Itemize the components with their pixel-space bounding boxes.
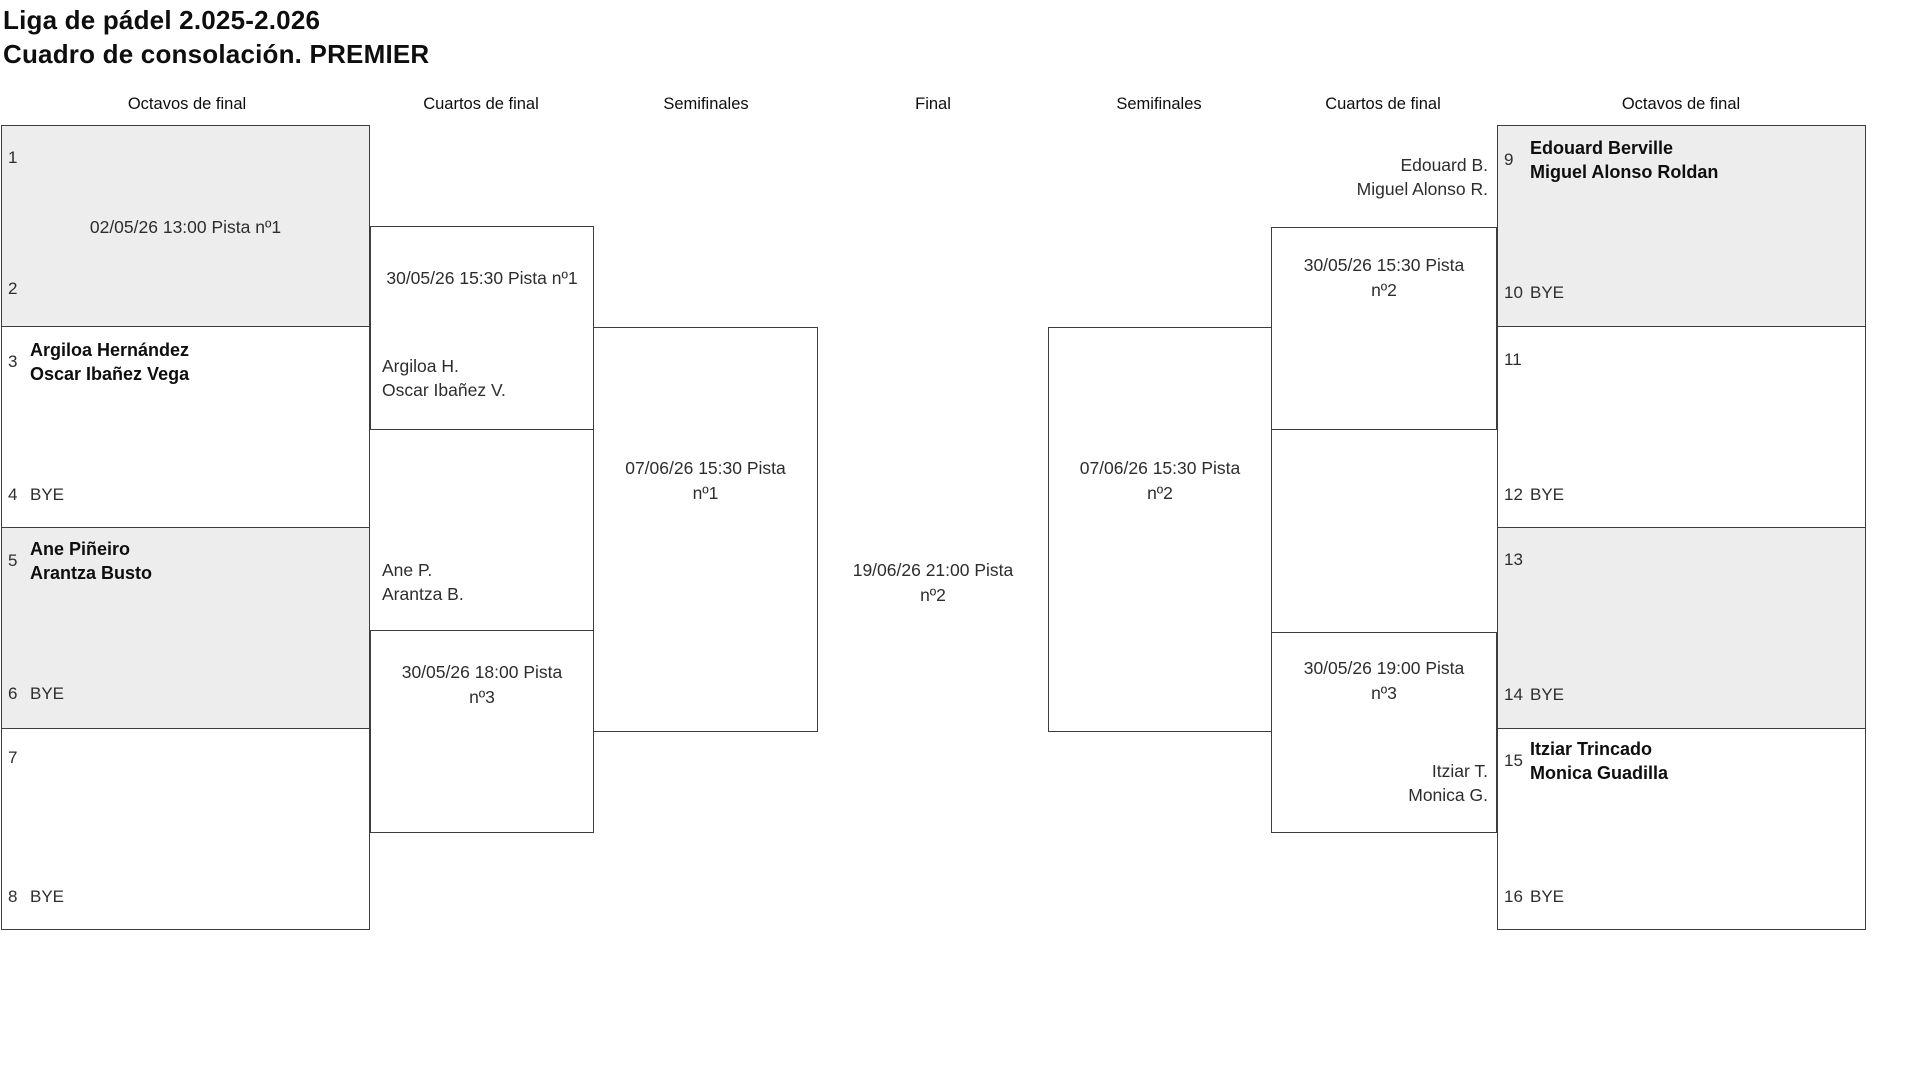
seed-slot-6: 6 BYE [8, 682, 64, 706]
seed-number: 2 [8, 279, 18, 298]
round-header-final: Final [915, 95, 951, 113]
seed-number: 3 [8, 352, 18, 371]
team-name: Argiloa Hernández Oscar Ibañez Vega [30, 340, 190, 384]
seed-slot-16: 16 BYE [1504, 885, 1564, 909]
seed-number: 14 [1504, 685, 1523, 704]
seed-number: 13 [1504, 550, 1523, 569]
seed-slot-5: 5 Ane Piñeiro Arantza Busto [8, 537, 152, 585]
seed-number: 15 [1504, 751, 1523, 770]
match-box-octavos-seeds-1-2[interactable] [1, 125, 370, 327]
seed-number: 5 [8, 551, 18, 570]
bye-label: BYE [30, 887, 65, 906]
team-name: Itziar Trincado Monica Guadilla [1530, 739, 1669, 783]
bye-label: BYE [30, 485, 65, 504]
league-title: Liga de pádel 2.025-2.026 [3, 5, 321, 35]
bye-label: BYE [1530, 485, 1565, 504]
seed-slot-11: 11 [1504, 350, 1530, 370]
seed-slot-3: 3 Argiloa Hernández Oscar Ibañez Vega [8, 338, 189, 386]
bye-label: BYE [1530, 685, 1565, 704]
schedule-semifinal-left: 07/06/26 15:30 Pista nº1 [625, 458, 786, 503]
page-title: Liga de pádel 2.025-2.026 Cuadro de cons… [3, 3, 429, 71]
schedule-final: 19/06/26 21:00 Pista nº2 [852, 560, 1014, 605]
match-box-octavos-seeds-3-4[interactable] [1, 326, 370, 528]
seed-slot-7: 7 [8, 748, 30, 768]
round-header-octavos-right: Octavos de final [1621, 95, 1741, 113]
seed-slot-2: 2 [8, 279, 30, 299]
match-box-octavos-seeds-11-12[interactable] [1497, 326, 1866, 528]
seed-slot-13: 13 [1504, 550, 1530, 570]
bye-label: BYE [1530, 887, 1565, 906]
draw-subtitle: Cuadro de consolación. PREMIER [3, 39, 430, 69]
match-box-cuartos-left-1[interactable] [370, 226, 594, 430]
round-header-semifinal-left: Semifinales [663, 95, 749, 113]
match-box-semifinal-right[interactable] [1048, 327, 1272, 732]
seed-number: 9 [1504, 150, 1514, 169]
round-header-cuartos-right: Cuartos de final [1325, 95, 1441, 113]
seed-number: 12 [1504, 485, 1523, 504]
advancer-cuartos-left-1: Argiloa H. Oscar Ibañez V. [382, 356, 506, 400]
seed-slot-4: 4 BYE [8, 483, 64, 507]
seed-number: 4 [8, 485, 18, 504]
schedule-cuartos-left-1: 30/05/26 15:30 Pista nº1 [386, 268, 578, 288]
round-header-semifinal-right: Semifinales [1116, 95, 1202, 113]
round-header-cuartos-left: Cuartos de final [423, 95, 539, 113]
bye-label: BYE [30, 684, 65, 703]
seed-number: 7 [8, 748, 18, 767]
advancer-cuartos-right-2: Itziar T. Monica G. [1408, 761, 1488, 805]
match-box-octavos-seeds-7-8[interactable] [1, 728, 370, 930]
schedule-cuartos-right-1: 30/05/26 15:30 Pista nº2 [1303, 255, 1465, 300]
schedule-octavos-left-1: 02/05/26 13:00 Pista nº1 [89, 217, 282, 237]
seed-slot-9: 9 Edouard Berville Miguel Alonso Roldan [1504, 136, 1718, 184]
advancer-cuartos-right-1: Edouard B. Miguel Alonso R. [1356, 155, 1488, 199]
match-box-semifinal-left[interactable] [593, 327, 818, 732]
bye-label: BYE [1530, 283, 1565, 302]
seed-number: 16 [1504, 887, 1523, 906]
seed-slot-1: 1 [8, 148, 30, 168]
seed-slot-12: 12 BYE [1504, 483, 1564, 507]
match-box-octavos-seeds-9-10[interactable] [1497, 125, 1866, 327]
team-name: Ane Piñeiro Arantza Busto [30, 539, 153, 583]
schedule-semifinal-right: 07/06/26 15:30 Pista nº2 [1079, 458, 1241, 503]
match-box-octavos-seeds-13-14[interactable] [1497, 527, 1866, 729]
seed-number: 1 [8, 148, 18, 167]
match-box-cuartos-left-2[interactable] [370, 630, 594, 833]
seed-slot-8: 8 BYE [8, 885, 64, 909]
team-name: Edouard Berville Miguel Alonso Roldan [1530, 138, 1719, 182]
match-box-cuartos-right-1[interactable] [1271, 227, 1497, 430]
seed-slot-15: 15 Itziar Trincado Monica Guadilla [1504, 737, 1668, 785]
seed-number: 11 [1504, 350, 1522, 369]
schedule-cuartos-left-2: 30/05/26 18:00 Pista nº3 [401, 662, 563, 707]
seed-number: 10 [1504, 283, 1523, 302]
match-box-octavos-seeds-15-16[interactable] [1497, 728, 1866, 930]
advancer-cuartos-left-2: Ane P. Arantza B. [382, 560, 464, 604]
round-header-octavos-left: Octavos de final [127, 95, 247, 113]
seed-number: 8 [8, 887, 18, 906]
schedule-cuartos-right-2: 30/05/26 19:00 Pista nº3 [1303, 658, 1465, 703]
seed-number: 6 [8, 684, 18, 703]
seed-slot-14: 14 BYE [1504, 683, 1564, 707]
seed-slot-10: 10 BYE [1504, 281, 1564, 305]
match-box-cuartos-right-2[interactable] [1271, 632, 1497, 833]
